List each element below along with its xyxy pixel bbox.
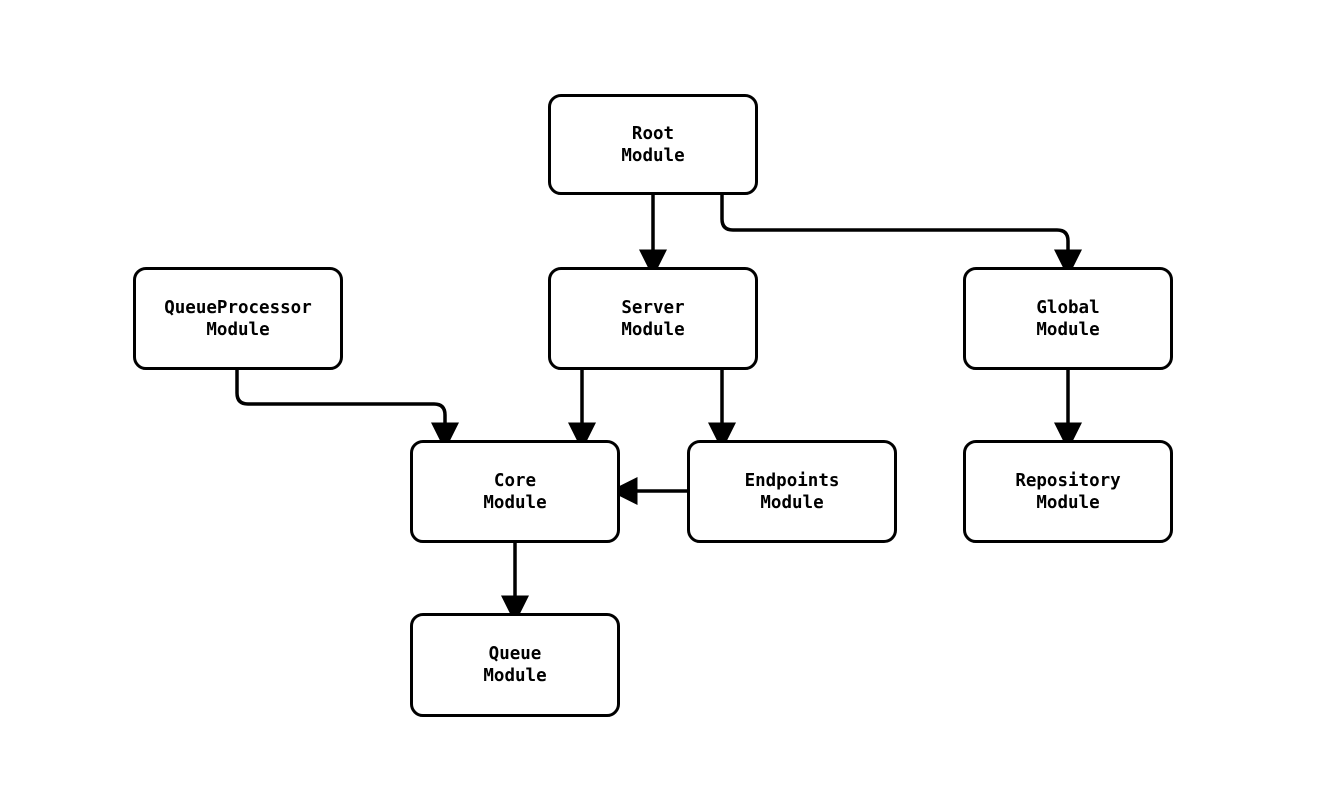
node-label-line1: Queue	[488, 644, 542, 664]
node-label-line2: Module	[621, 319, 685, 340]
node-label-line1: Repository	[1015, 470, 1121, 491]
node-label-line1: Endpoints	[744, 470, 840, 491]
node-label-line1: Server	[621, 297, 685, 318]
node-queueprocessor-module[interactable]: QueueProcessor Module	[133, 267, 343, 370]
node-endpoints-module[interactable]: Endpoints Module	[687, 440, 897, 543]
node-label-line2: Module	[621, 145, 685, 166]
node-label-line1: Root	[631, 123, 675, 144]
node-label-line2: Module	[1036, 319, 1100, 340]
edge-queueprocessor-to-core	[235, 370, 459, 451]
node-label-line2: Module	[483, 666, 547, 686]
node-core-module[interactable]: Core Module	[410, 440, 620, 543]
node-queue-module[interactable]: Queue Module	[410, 613, 620, 717]
node-global-module[interactable]: Global Module	[963, 267, 1173, 370]
node-label-line1: Global	[1036, 297, 1100, 318]
node-label-line1: QueueProcessor	[164, 297, 312, 318]
node-label-line2: Module	[483, 492, 547, 513]
node-repository-module[interactable]: Repository Module	[963, 440, 1173, 543]
node-label-line1: Core	[493, 470, 537, 491]
node-label-line2: Module	[760, 492, 824, 513]
node-label-line2: Module	[1036, 492, 1100, 513]
node-label-line2: Module	[206, 319, 270, 340]
edge-root-to-global	[720, 195, 1082, 278]
node-root-module[interactable]: Root Module	[548, 94, 758, 195]
node-server-module[interactable]: Server Module	[548, 267, 758, 370]
